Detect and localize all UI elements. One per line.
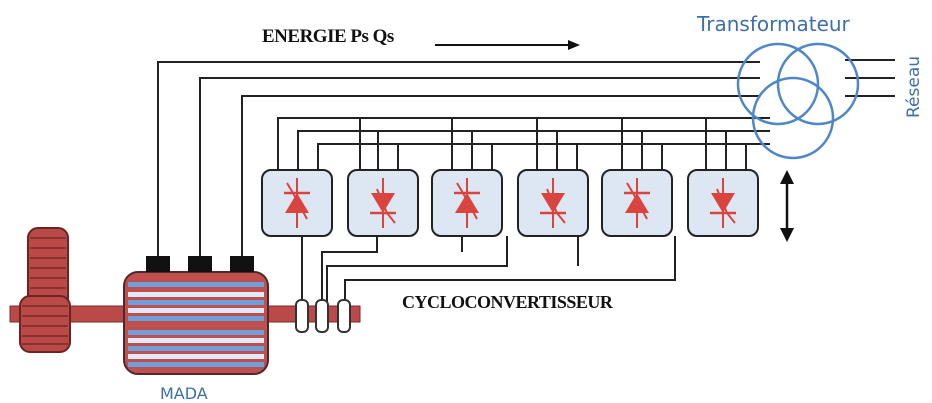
- thyristor-module: [431, 169, 503, 237]
- rotor-wiring: [301, 236, 676, 305]
- cycloconverter-label: CYCLOCONVERTISSEUR: [402, 292, 613, 312]
- vertical-double-arrow: [780, 170, 794, 242]
- grid-label: Réseau: [904, 55, 924, 118]
- energy-flow-arrowhead: [568, 40, 580, 50]
- transformer-symbol: [736, 42, 860, 160]
- mada-label: MADA: [160, 384, 208, 403]
- mada-machine: [123, 256, 269, 375]
- thyristor-module: [261, 169, 333, 237]
- grid-lines: [845, 59, 895, 97]
- slip-rings: [295, 299, 351, 333]
- stator-lines: [157, 61, 760, 262]
- converter-busbars: [277, 117, 770, 170]
- gearbox: [19, 227, 71, 353]
- stator-windings: [128, 282, 264, 367]
- thyristor-module: [687, 169, 759, 237]
- thyristor-module: [601, 169, 673, 237]
- transformer-label: Transformateur: [697, 12, 850, 36]
- thyristor-module: [347, 169, 419, 237]
- energy-flow-label: ENERGIE Ps Qs: [262, 26, 394, 47]
- converter-modules: [261, 169, 759, 237]
- thyristor-module: [517, 169, 589, 237]
